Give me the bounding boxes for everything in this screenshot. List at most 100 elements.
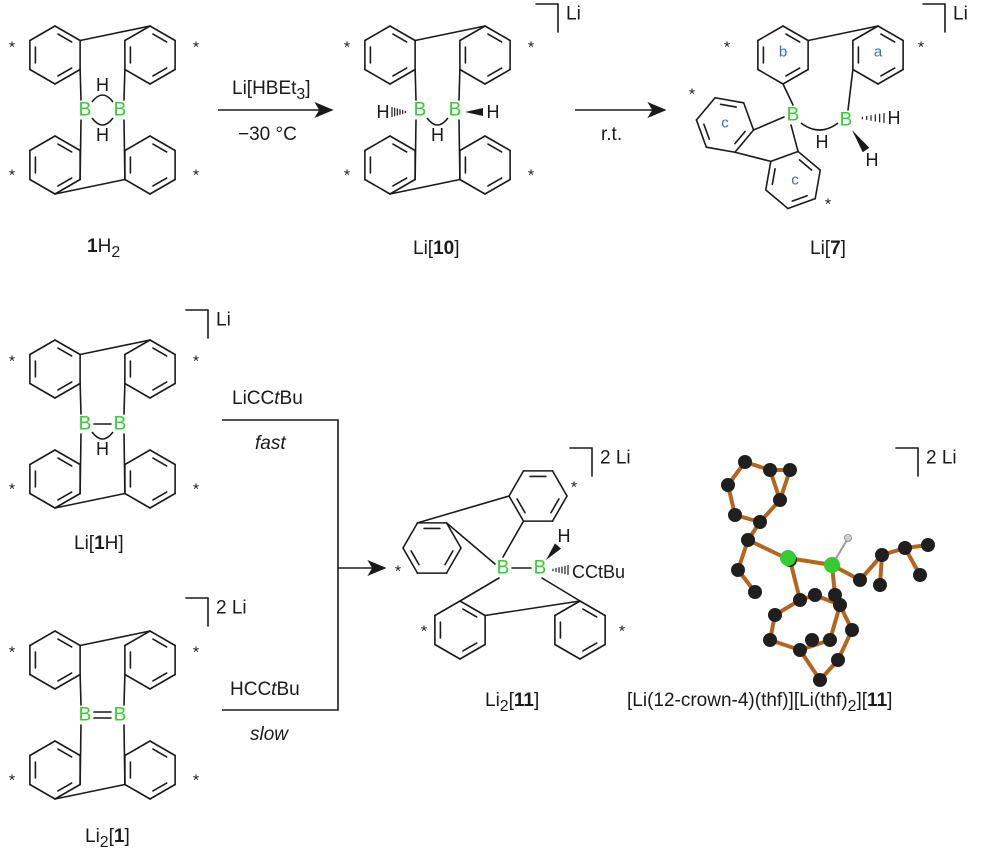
star-marker: * [9,168,15,185]
bond [459,135,486,152]
bond [414,119,417,181]
bond [124,492,151,509]
boron-atom [824,557,840,573]
bond [123,433,126,495]
bond [402,522,419,549]
bond [149,25,176,42]
bond [579,600,606,617]
benzene-ring [434,600,486,660]
boron-atom: B [114,414,127,435]
bond [54,630,81,647]
bond [757,68,784,85]
bond [54,449,81,466]
star-marker: * [421,624,427,641]
bond [29,783,56,800]
bond [364,25,391,42]
boron-atom: B [79,100,92,121]
bond [508,495,525,522]
bridge-bond [91,431,114,440]
benzene-ring [757,25,809,85]
benzene-ring [124,740,176,800]
bond [459,25,486,42]
bond [458,119,461,181]
benzene-ring [852,25,904,85]
star-marker: * [918,40,924,57]
label-1H: Li[1H] [74,533,124,554]
bond [54,492,81,509]
bridging-hydrogen: H [816,132,829,152]
bond [487,177,503,187]
condition-reagent-1: Li[HBEt3] [232,78,311,103]
bond [54,25,81,42]
bond [414,68,417,101]
bond [152,381,168,391]
wedge-bond [465,108,483,116]
bond [434,600,461,617]
bond [29,740,56,757]
terminal-hydrogen: H [487,102,500,122]
carbon-atom [738,455,752,469]
bond [416,495,510,524]
bond [877,68,904,85]
bond [459,178,486,195]
bond [459,577,500,602]
bond [152,782,168,792]
bond [149,339,176,356]
bond [742,101,755,131]
bond [459,600,486,617]
bond [582,642,598,652]
bond [54,673,81,690]
bond [152,67,168,77]
terminal-hydrogen: H [558,526,571,546]
benzene-ring [124,339,176,399]
bond [508,470,525,497]
bond [852,68,879,85]
bond [124,339,151,356]
bond [445,522,462,549]
carbon-atom [728,508,742,522]
charge-li: Li [566,4,581,25]
boron-atom: B [114,100,127,121]
bond [149,178,176,195]
bond [29,135,56,152]
bond [487,33,503,43]
carbon-atom [813,673,827,687]
bond [57,748,73,758]
bond [695,119,708,149]
bond [149,673,176,690]
benzene-ring [402,522,462,574]
bond [392,33,408,43]
benzene-ring [364,135,416,195]
bond [458,68,461,101]
bond [785,67,801,77]
charge-li2: 2 Li [926,448,957,469]
bond [785,33,801,43]
bond [124,740,151,757]
bond [54,339,81,356]
bond [152,672,168,682]
bond [410,550,420,566]
wedge-bond [852,130,870,153]
bond [57,33,73,43]
bond [791,194,808,202]
bond [516,498,526,514]
star-marker: * [9,773,15,790]
carbon-atom [805,633,819,647]
bond [54,492,126,509]
bond [797,150,822,171]
bond [152,143,168,153]
bond [54,135,81,152]
star-marker: * [571,480,577,497]
bond [149,630,176,647]
bond [57,143,73,153]
bond [29,339,56,356]
carbon-atom [793,593,807,607]
star-marker: * [193,645,199,662]
bridge-bond [800,122,839,131]
star-marker: * [193,354,199,371]
bond [579,643,606,660]
bond [152,748,168,758]
